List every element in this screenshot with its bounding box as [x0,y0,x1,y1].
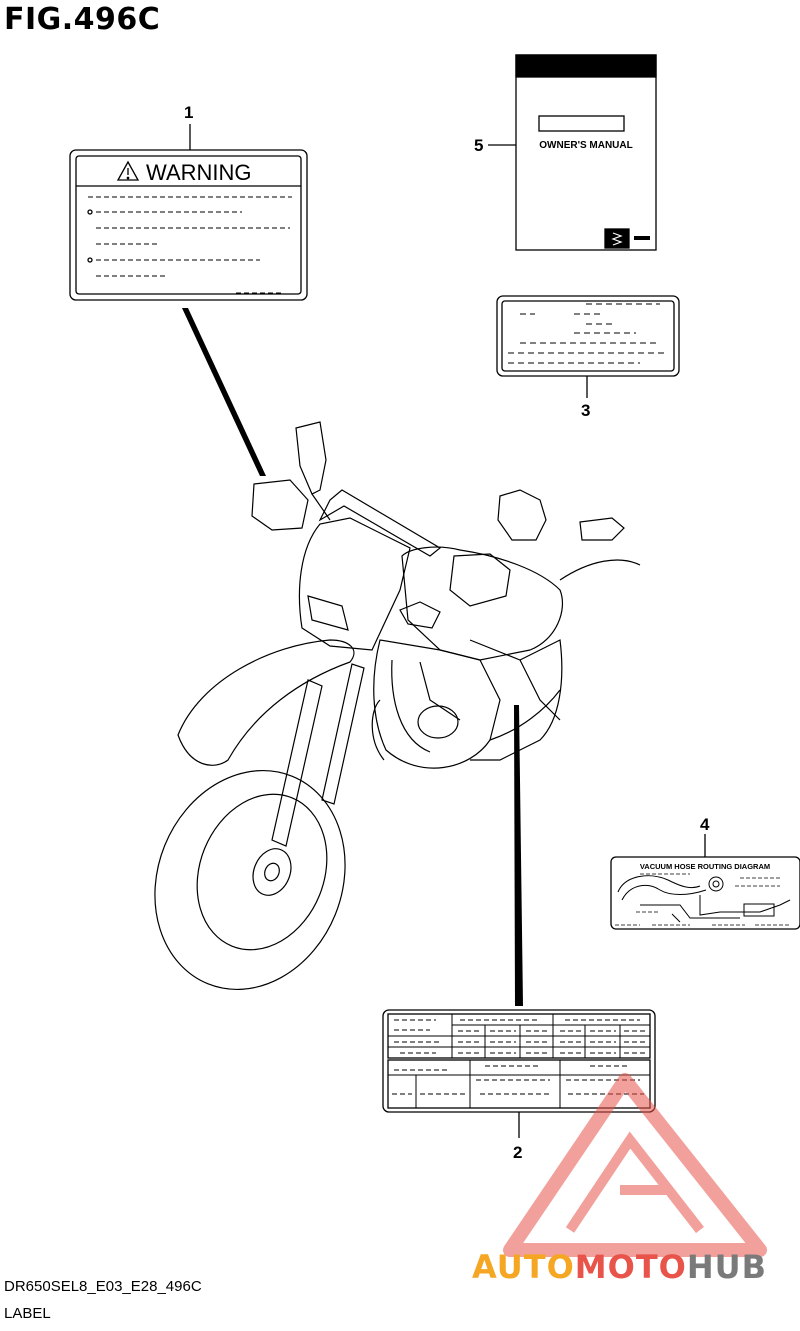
callout-3: 3 [581,401,590,420]
watermark-part-auto: AUTO [472,1248,575,1286]
vacuum-label-title: VACUUM HOSE ROUTING DIAGRAM [640,862,770,871]
callout-5: 5 [474,136,483,155]
watermark-part-hub: HUB [686,1248,768,1286]
vacuum-hose-label[interactable]: VACUUM HOSE ROUTING DIAGRAM [610,856,800,930]
callout-1: 1 [184,103,193,122]
suzuki-logo-icon [604,228,630,249]
leader-2 [514,705,523,1006]
figure-title: FIG.496C [4,2,161,37]
watermark-logo-icon [503,1073,767,1257]
watermark-text: AUTOMOTOHUB [472,1248,767,1286]
owners-manual-title: OWNER'S MANUAL [539,140,632,151]
label-3[interactable] [496,295,680,377]
callout-4: 4 [700,815,710,834]
hose-routing-sketch [617,875,791,923]
leader-1 [182,308,266,476]
callout-2: 2 [513,1143,522,1162]
warning-heading: WARNING [146,160,252,185]
motorcycle-illustration [154,421,641,991]
page-caption: LABEL [4,1305,51,1322]
warning-label[interactable]: WARNING [69,149,308,301]
owners-manual-booklet[interactable]: OWNER'S MANUAL [515,54,657,251]
model-code: DR650SEL8_E03_E28_496C [4,1278,202,1295]
watermark-part-moto: MOTO [574,1248,687,1286]
warning-triangle-icon [116,160,140,181]
